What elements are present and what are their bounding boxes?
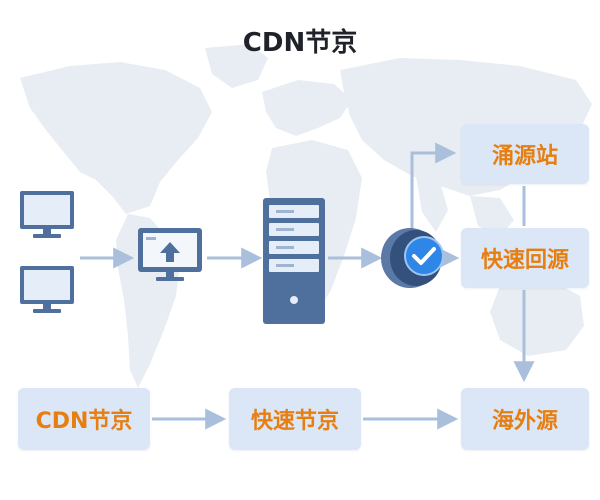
arrow-check-to-origin	[410, 142, 457, 230]
fast-node-box: 快速节京	[229, 388, 361, 450]
monitor-icon	[20, 266, 74, 313]
server-rack-icon	[263, 198, 325, 324]
page-title: CDN节京	[242, 28, 358, 58]
monitor-icon	[20, 191, 74, 238]
origin-station-box: 涌源站	[461, 124, 589, 184]
fast-back-to-origin-box: 快速回源	[461, 228, 589, 288]
overseas-source-box: 海外源	[461, 388, 589, 450]
security-check-icon	[381, 228, 444, 288]
cdn-node-box: CDN节京	[18, 388, 150, 450]
upload-monitor-icon	[138, 228, 202, 281]
